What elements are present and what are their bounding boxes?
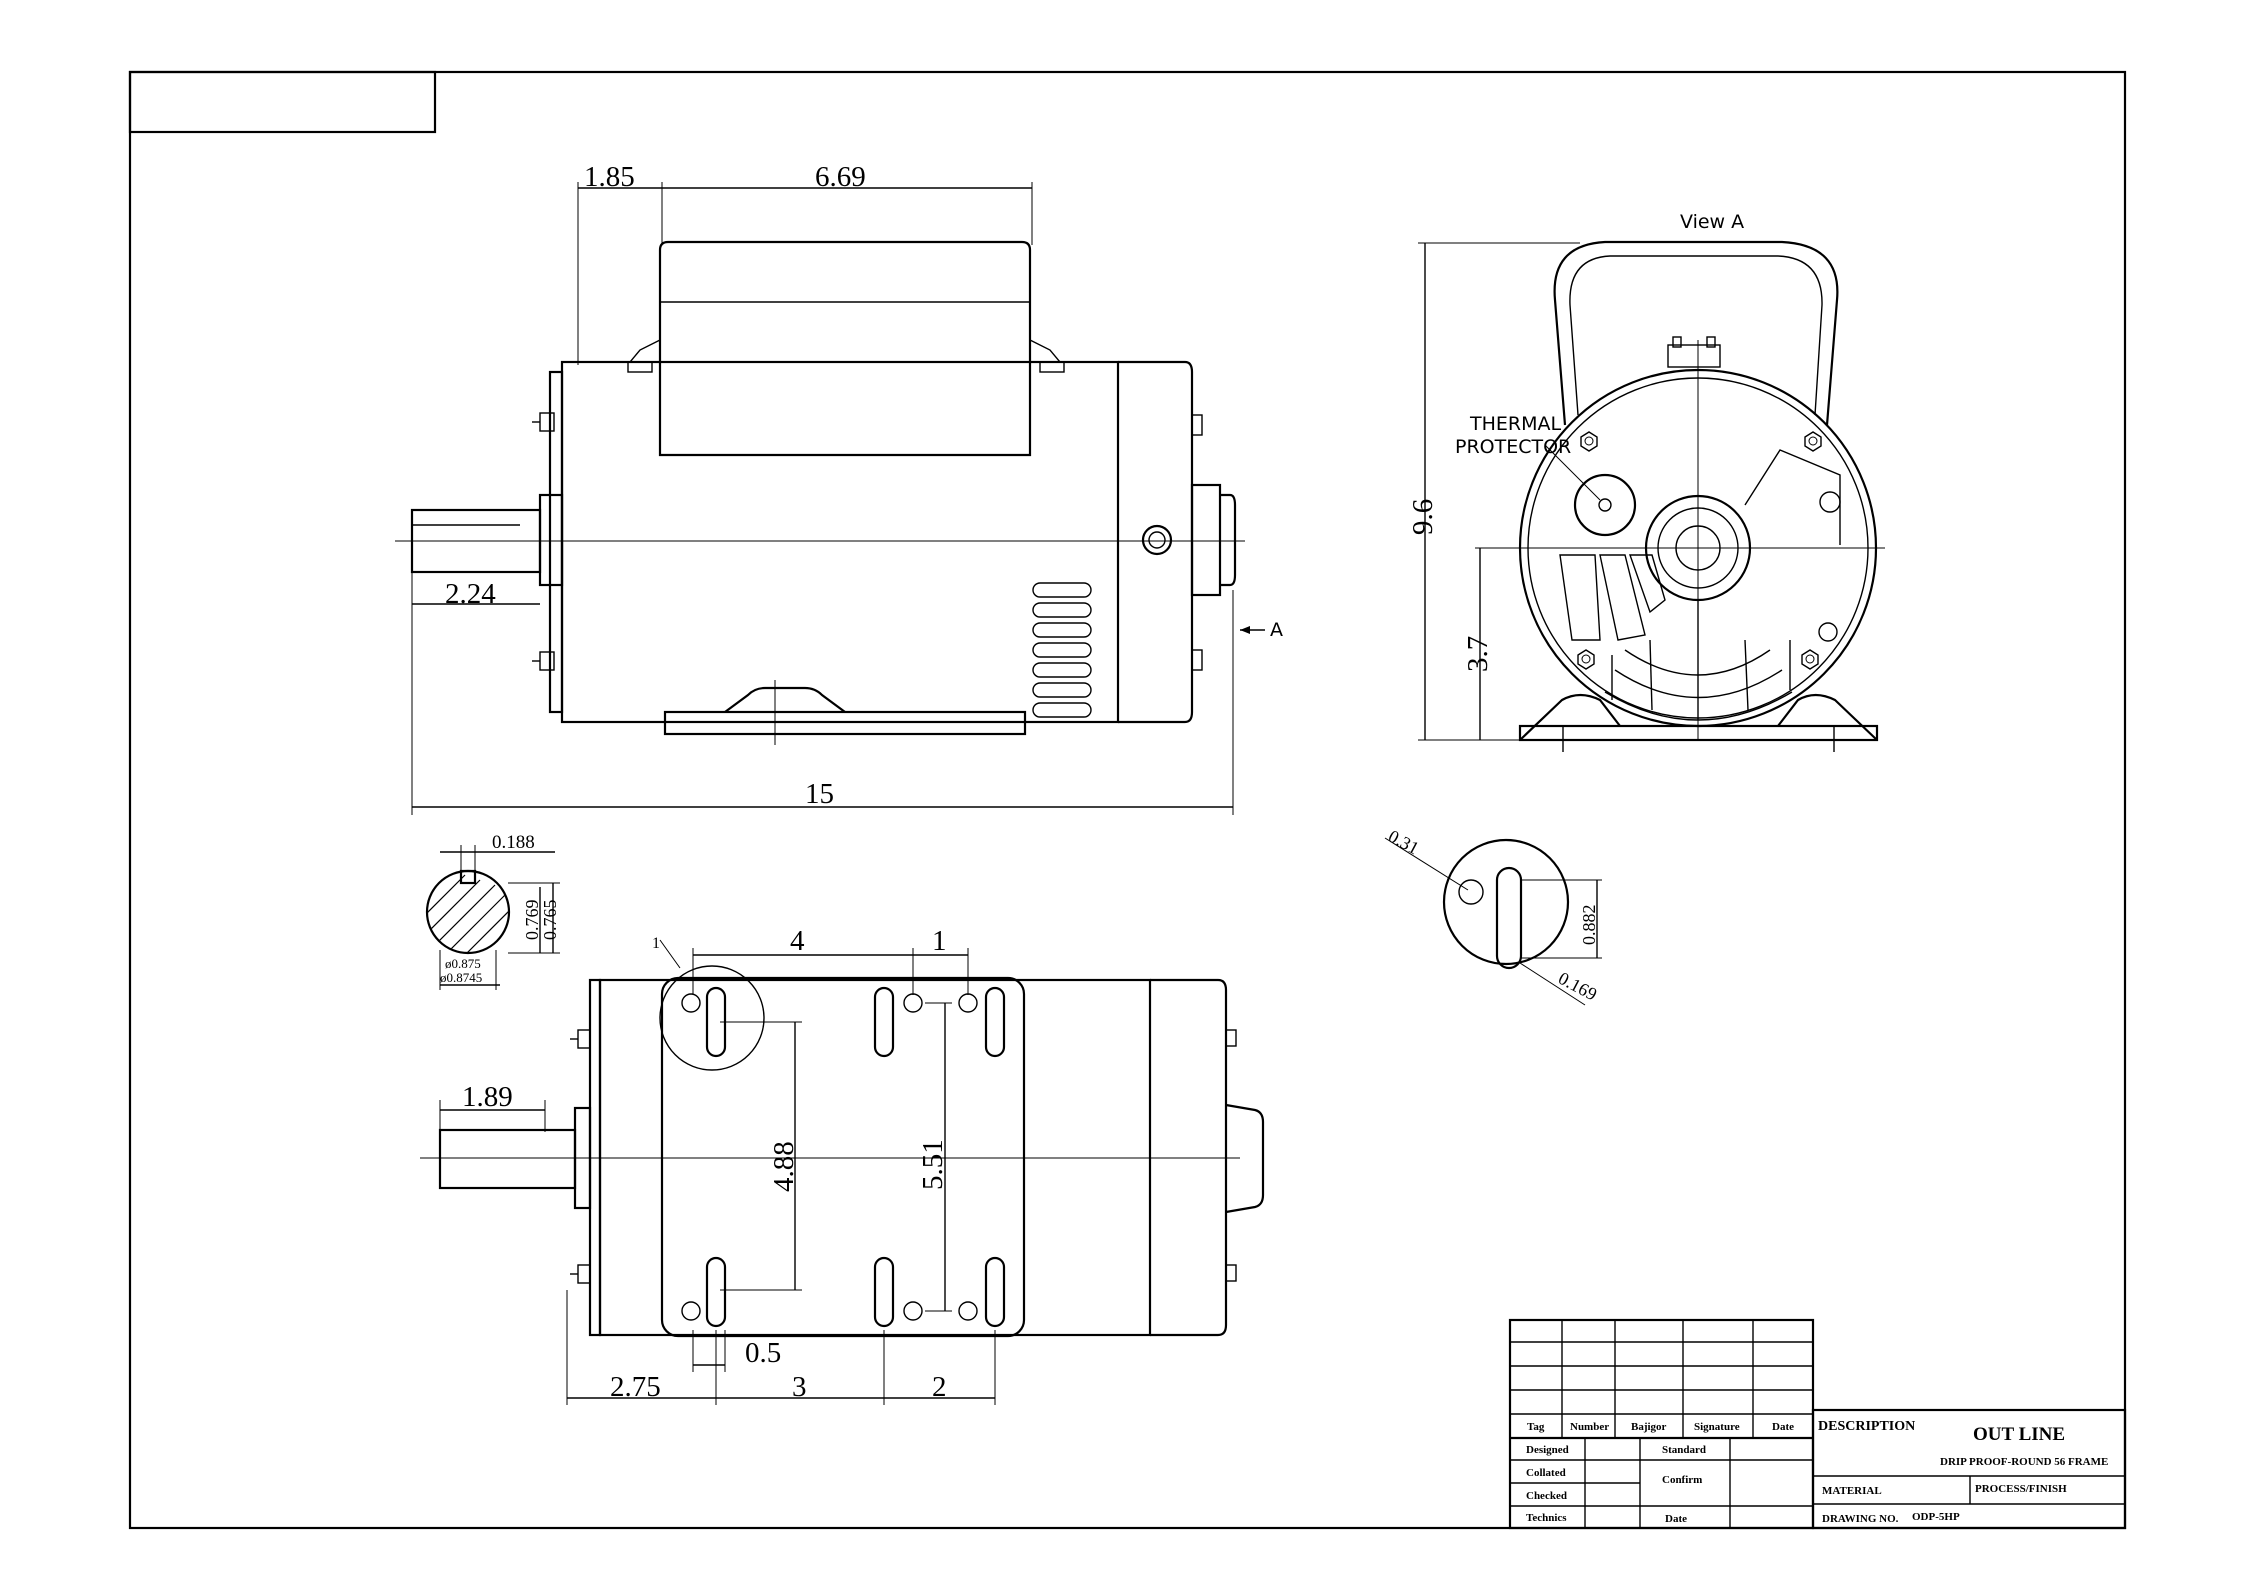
row-checked: Checked [1526,1490,1567,1502]
dim-view-a-shaft-height: 3.7 [1462,636,1494,672]
row-designed: Designed [1526,1444,1569,1456]
dim-pos-3: 3 [792,1371,807,1403]
header-signature: Signature [1694,1421,1740,1433]
row-date: Date [1665,1513,1687,1525]
sheet-frame [128,70,2127,1530]
drawing-no-label: DRAWING NO. [1822,1513,1899,1525]
header-bajigor: Bajigor [1631,1421,1667,1433]
dim-pos-275: 2.75 [610,1371,661,1403]
title-block-grid [1508,1318,2127,1530]
front-view-dimensions [411,182,1234,815]
front-view [395,240,1265,745]
dim-pos-2: 2 [932,1371,947,1403]
header-date: Date [1772,1421,1794,1433]
title-block-text: Tag Number Bajigor Signature Date Design… [1526,1419,2108,1525]
view-a [1485,240,1885,752]
dim-keyway: 0.188 [492,832,535,853]
view-a-title: View A [1680,211,1744,233]
header-tag: Tag [1527,1421,1545,1433]
dim-front-top-left: 1.85 [584,161,635,193]
dim-slot-length: 0.882 [1579,905,1599,946]
thermal-label-2: PROTECTOR [1455,436,1571,458]
dim-front-shaft: 2.24 [445,578,496,610]
bottom-view-dimensions [439,948,996,1405]
subtitle-text: DRIP PROOF-ROUND 56 FRAME [1940,1456,2108,1468]
dim-slot-width: 0.169 [1555,968,1600,1005]
row-collated: Collated [1526,1467,1566,1479]
dim-width-488: 4.88 [768,1141,800,1192]
dim-view-a-height: 9.6 [1407,499,1439,535]
title-text: OUT LINE [1973,1424,2065,1445]
dim-dia-1: ø0.875 [445,956,481,971]
dim-span-1: 1 [932,925,947,957]
dim-slot-05: 0.5 [745,1337,781,1369]
thermal-label-1: THERMAL [1469,413,1561,435]
bottom-view [420,939,1265,1338]
view-arrow-label: A [1270,619,1283,641]
detail-mark: 1 [652,935,660,952]
view-a-dimensions [1418,242,1580,741]
dim-front-top-main: 6.69 [815,161,866,193]
row-technics: Technics [1526,1512,1567,1524]
row-confirm: Confirm [1662,1474,1702,1486]
dim-span-4: 4 [790,925,805,957]
dim-shaft-1: 0.769 [522,900,542,941]
dim-bottom-shaft: 1.89 [462,1081,513,1113]
drawing-no: ODP-5HP [1912,1511,1960,1523]
dim-shaft-2: 0.765 [540,900,560,941]
dim-slot-hole: 0.31 [1385,826,1422,858]
material-label: MATERIAL [1822,1485,1882,1497]
dim-front-overall: 15 [805,778,834,810]
dim-dia-2: ø0.8745 [440,970,482,985]
dim-width-551: 5.51 [917,1139,949,1190]
row-standard: Standard [1662,1444,1706,1456]
description-label: DESCRIPTION [1818,1419,1915,1434]
slot-detail [1384,837,1602,1006]
header-number: Number [1570,1421,1609,1433]
process-label: PROCESS/FINISH [1975,1483,2067,1495]
